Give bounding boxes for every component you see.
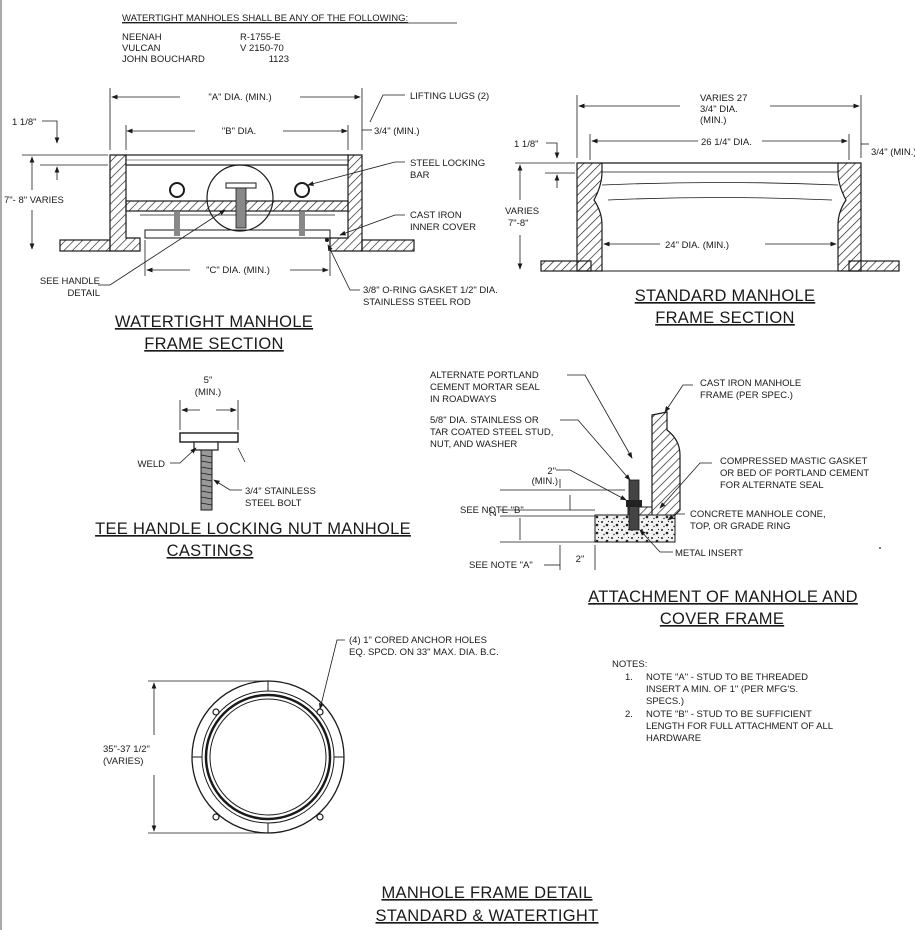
note-number: 2. [625, 709, 633, 720]
main-title-line: STANDARD & WATERTIGHT [376, 907, 599, 925]
inner-cover-label: INNER COVER [410, 222, 476, 233]
main-title: MANHOLE FRAME DETAIL STANDARD & WATERTIG… [376, 884, 599, 925]
dim-lip-label: 3/4" (MIN.) [374, 126, 420, 137]
note-number: 1. [625, 672, 633, 683]
plan-dim-label: (VARIES) [103, 756, 143, 767]
notes-heading: NOTES: [612, 659, 647, 670]
stud-label: TAR COATED STEEL STUD, [430, 427, 553, 438]
lifting-lugs-label: LIFTING LUGS (2) [410, 91, 489, 102]
dim-24-label: 24" DIA. (MIN.) [665, 240, 729, 251]
mortar-label: ALTERNATE PORTLAND [430, 370, 539, 381]
dim-varies-label: VARIES 27 [700, 93, 747, 104]
dim-varies-label: 3/4" DIA. [700, 104, 738, 115]
note-a-ref: SEE NOTE "A" [469, 560, 533, 571]
main-title-line: MANHOLE FRAME DETAIL [381, 884, 592, 902]
note-line: LENGTH FOR FULL ATTACHMENT OF ALL [646, 721, 833, 732]
weld-label: WELD [138, 459, 166, 470]
manufacturer-model: 1123 [269, 54, 289, 65]
tee-handle-title: TEE HANDLE LOCKING NUT MANHOLE [95, 520, 411, 538]
dim-b-label: "B" DIA. [222, 126, 256, 137]
bolt-label: STEEL BOLT [245, 498, 302, 509]
dim-height-label: 7"-8" [508, 218, 528, 229]
standard-title: FRAME SECTION [655, 309, 795, 327]
note-line: INSERT A MIN. OF 1" (PER MFG'S. [646, 684, 798, 695]
dim-top-label: 1 1/8" [12, 117, 37, 128]
handle-detail-label: SEE HANDLE [40, 276, 100, 287]
tee-handle-title: CASTINGS [167, 542, 254, 560]
attachment-title: ATTACHMENT OF MANHOLE AND [588, 588, 858, 606]
manufacturer-name: NEENAH [122, 32, 162, 43]
anchor-holes-label: EQ. SPCD. ON 33" MAX. DIA. B.C. [349, 647, 499, 658]
watertight-manufacturers-list: WATERTIGHT MANHOLES SHALL BE ANY OF THE … [122, 13, 457, 65]
note-line: HARDWARE [646, 733, 701, 744]
plan-view: (4) 1" CORED ANCHOR HOLES EQ. SPCD. ON 3… [103, 635, 499, 834]
dim-2a-label: 2" [488, 508, 499, 517]
notes-block: NOTES: 1. NOTE "A" - STUD TO BE THREADED… [612, 659, 833, 744]
frame-label: FRAME (PER SPEC.) [700, 390, 793, 401]
gasket-label: STAINLESS STEEL ROD [363, 297, 471, 308]
insert-label: METAL INSERT [675, 548, 743, 559]
gasket-label: OR BED OF PORTLAND CEMENT [720, 468, 869, 479]
dim-top-label: 1 1/8" [514, 139, 539, 150]
dim-varies-label: (MIN.) [700, 115, 726, 126]
stud-label: 5/8" DIA. STAINLESS OR [430, 415, 539, 426]
tee-dim-label: (MIN.) [195, 387, 221, 398]
tee-dim-label: 5" [204, 375, 213, 386]
watertight-title: FRAME SECTION [144, 335, 284, 353]
dim-c-label: "C" DIA. (MIN.) [206, 265, 270, 276]
manufacturer-model: R-1755-E [240, 32, 281, 43]
attachment-detail: 2" (MIN.) SEE NOTE "B" 2" SEE NOTE "A" 2… [430, 370, 881, 628]
attachment-title: COVER FRAME [660, 610, 784, 628]
dim-2min-label: 2" [547, 466, 556, 477]
standard-frame-section [540, 162, 900, 272]
note-line: SPECS.) [646, 696, 684, 707]
standard-title: STANDARD MANHOLE [635, 287, 816, 305]
mortar-label: IN ROADWAYS [430, 394, 497, 405]
mortar-label: CEMENT MORTAR SEAL [430, 382, 540, 393]
standard-dimensions: VARIES 27 3/4" DIA. (MIN.) 26 1/4" DIA. … [505, 93, 915, 327]
inner-cover-label: CAST IRON [410, 210, 462, 221]
manufacturer-name: JOHN BOUCHARD [122, 54, 205, 65]
dim-2b-label: 2" [576, 554, 585, 565]
bolt-label: 3/4" STAINLESS [245, 486, 316, 497]
watertight-dimensions: "A" DIA. (MIN.) "B" DIA. "C" DIA. (MIN.)… [4, 88, 498, 353]
dim-height-label: 7"- 8" VARIES [4, 195, 64, 206]
note-line: NOTE "B" - STUD TO BE SUFFICIENT [646, 709, 812, 720]
anchor-holes-label: (4) 1" CORED ANCHOR HOLES [349, 635, 487, 646]
handle-detail-label: DETAIL [67, 288, 100, 299]
note-b-ref: SEE NOTE "B" [460, 505, 524, 516]
manufacturer-model: V 2150-70 [240, 43, 284, 54]
stud-label: NUT, AND WASHER [430, 439, 517, 450]
watertight-title: WATERTIGHT MANHOLE [115, 313, 313, 331]
manufacturer-name: VULCAN [122, 43, 161, 54]
gasket-label: FOR ALTERNATE SEAL [720, 480, 824, 491]
gasket-label: COMPRESSED MASTIC GASKET [720, 456, 867, 467]
dim-26-label: 26 1/4" DIA. [701, 137, 752, 148]
gasket-label: 3/8" O-RING GASKET 1/2" DIA. [363, 285, 498, 296]
manufacturers-heading: WATERTIGHT MANHOLES SHALL BE ANY OF THE … [122, 13, 408, 24]
cone-label: CONCRETE MANHOLE CONE, [690, 509, 826, 520]
note-line: NOTE "A" - STUD TO BE THREADED [646, 672, 808, 683]
tee-handle-detail: 5" (MIN.) WELD 3/4" STAINLESS STEEL BOLT… [95, 375, 411, 560]
frame-label: CAST IRON MANHOLE [700, 378, 801, 389]
locking-bar-label: BAR [410, 170, 430, 181]
locking-bar-label: STEEL LOCKING [410, 158, 485, 169]
dim-a-label: "A" DIA. (MIN.) [208, 92, 271, 103]
plan-dim-label: 35"-37 1/2" [103, 744, 150, 755]
dim-height-label: VARIES [505, 206, 539, 217]
dim-lip-label: 3/4" (MIN.) [871, 147, 915, 158]
dim-2min-label: (MIN.) [532, 476, 558, 487]
cone-label: TOP, OR GRADE RING [690, 521, 790, 532]
watertight-frame-section [59, 154, 415, 252]
